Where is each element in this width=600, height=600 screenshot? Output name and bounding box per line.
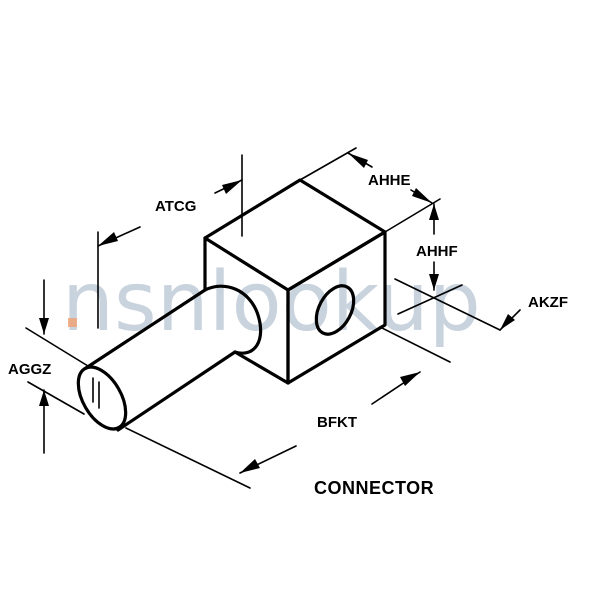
dim-bfkt: BFKT: [125, 326, 451, 489]
bfkt-label: BFKT: [317, 414, 357, 431]
bfkt-extension-right: [379, 326, 451, 363]
aggz-arrow-top: [39, 318, 49, 334]
dim-akzf: AKZF: [394, 278, 568, 331]
dim-ahhf: AHHF: [416, 203, 458, 291]
dim-atcg: ATCG: [97, 154, 243, 329]
bfkt-arrow-right: [400, 372, 420, 386]
cube-left-face: [203, 236, 290, 385]
cube-hole: [314, 284, 356, 336]
akzf-label: AKZF: [528, 294, 568, 311]
bfkt-extension-left: [125, 427, 251, 489]
atcg-arrow-left: [98, 232, 118, 246]
watermark: nsnlookup: [62, 255, 481, 350]
ahhe-extension-left: [299, 147, 357, 181]
akzf-arrow: [500, 314, 515, 330]
aggz-arrow-bottom: [39, 390, 49, 406]
atcg-arrow-right: [222, 180, 242, 194]
shaft-bottom-edge: [116, 350, 237, 432]
ahhe-arrow-left: [348, 153, 368, 168]
akzf-centerline-b: [397, 284, 463, 315]
shaft: [76, 284, 263, 432]
shaft-top-edge: [84, 288, 207, 370]
bfkt-arrow-left: [240, 459, 260, 473]
shaft-end-marks: [92, 377, 100, 409]
ahhf-label: AHHF: [416, 243, 458, 260]
dim-aggz: AGGZ: [8, 279, 89, 454]
shaft-collar: [203, 284, 263, 355]
ahhe-arrow-right: [412, 188, 432, 203]
diagram-title: CONNECTOR: [314, 478, 434, 498]
watermark-text: nsnlookup: [62, 255, 481, 350]
aggz-extension-bottom: [27, 381, 85, 415]
dim-ahhe: AHHE: [299, 147, 441, 233]
akzf-centerline-a: [394, 278, 501, 331]
aggz-label: AGGZ: [8, 361, 51, 378]
ahhe-label: AHHE: [368, 172, 411, 189]
ahhf-arrow-up: [429, 204, 439, 220]
aggz-extension-top: [25, 327, 89, 367]
atcg-label: ATCG: [155, 198, 196, 215]
watermark-dot: [68, 318, 77, 327]
ahhf-arrow-down: [429, 274, 439, 290]
ahhe-extension-right: [384, 198, 441, 233]
shaft-end-cap: [76, 365, 128, 431]
